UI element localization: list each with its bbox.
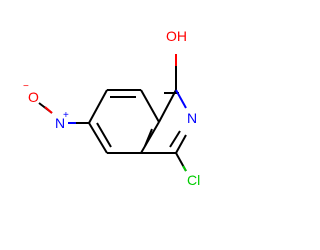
molecule-drawing: OH N Cl N + O −: [23, 28, 200, 188]
bond: [88, 122, 108, 154]
nitro-oxygen-label: O: [28, 89, 39, 105]
ring-nitrogen-label: N: [187, 110, 197, 126]
structure-diagram: OH N Cl N + O −: [23, 28, 200, 188]
bond: [169, 130, 181, 148]
nitro-nitrogen-label: N: [55, 115, 65, 131]
bond-to-nitro-o: [44, 106, 53, 114]
nitro-nitrogen-charge: +: [63, 110, 69, 121]
hydroxyl-label: OH: [166, 28, 187, 44]
bond: [144, 128, 153, 147]
bond: [140, 89, 160, 123]
bond: [140, 121, 160, 154]
bond: [175, 134, 187, 154]
bond-to-nitrogen: [175, 89, 187, 109]
chlorine-label: Cl: [187, 172, 200, 188]
bond-to-chlorine: [182, 165, 187, 172]
bond: [88, 89, 108, 124]
bond: [96, 122, 112, 148]
nitro-oxygen-charge: −: [23, 81, 29, 92]
bond: [158, 89, 177, 123]
